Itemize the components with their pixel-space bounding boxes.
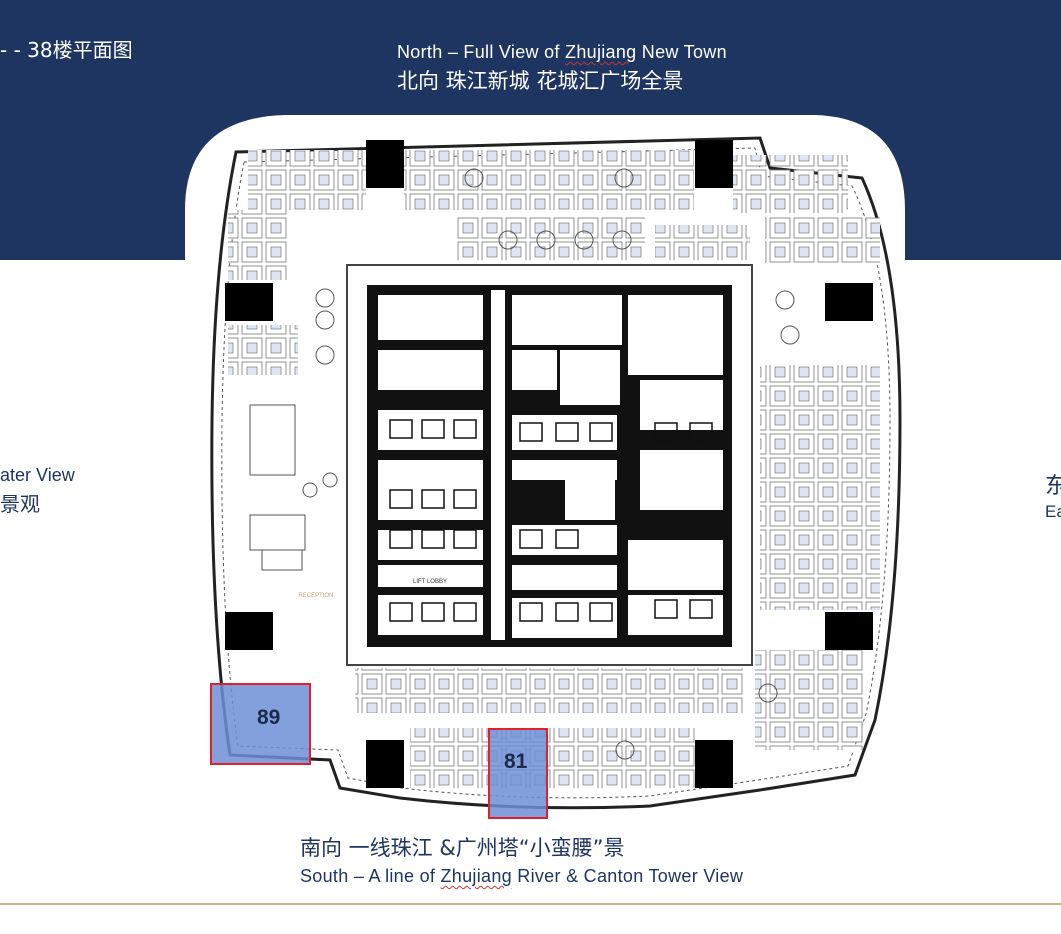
south-caption: 南向 一线珠江 &广州塔“小蛮腰”景 South – A line of Zhu… bbox=[300, 832, 743, 887]
reception-label: RECEPTION bbox=[298, 593, 333, 599]
east-caption: 东 Ea bbox=[1045, 468, 1061, 522]
west-caption-zh: 景观 bbox=[0, 492, 40, 516]
south-en-word: Zhujiang bbox=[440, 866, 512, 886]
floor-label: - - 38楼平面图 bbox=[0, 38, 133, 62]
core-lift-doors bbox=[389, 419, 713, 622]
bottom-rule bbox=[0, 903, 1061, 905]
south-en-post: River & Canton Tower View bbox=[511, 866, 744, 886]
unit-81[interactable] bbox=[488, 728, 548, 819]
building-inner-outline bbox=[221, 147, 891, 799]
north-caption-zh: 北向 珠江新城 花城汇广场全景 bbox=[397, 69, 684, 93]
unit-89[interactable] bbox=[210, 683, 311, 765]
reception-zone bbox=[249, 168, 800, 760]
corridor-ring bbox=[346, 264, 753, 666]
north-en-post: New Town bbox=[636, 42, 727, 62]
west-caption-en: ater View bbox=[0, 465, 75, 485]
workstations bbox=[228, 150, 880, 788]
west-caption: ater View 景观 bbox=[0, 465, 75, 517]
north-en-word: Zhujiang bbox=[565, 42, 637, 62]
unit-81-label: 81 bbox=[504, 750, 528, 773]
south-en-pre: South – A line of bbox=[300, 866, 441, 886]
unit-89-label: 89 bbox=[257, 706, 281, 729]
south-caption-zh: 南向 一线珠江 &广州塔“小蛮腰”景 bbox=[300, 836, 625, 860]
east-caption-zh: 东 bbox=[1045, 474, 1061, 499]
north-en-pre: North – Full View of bbox=[397, 42, 566, 62]
columns bbox=[225, 140, 873, 788]
core-rooms bbox=[378, 290, 723, 640]
north-caption: North – Full View of Zhujiang New Town 北… bbox=[397, 42, 727, 95]
lift-lobby-label: LIFT LOBBY bbox=[413, 579, 447, 585]
east-caption-en: Ea bbox=[1045, 502, 1061, 521]
north-caption-en: North – Full View of Zhujiang New Town bbox=[397, 42, 727, 63]
south-caption-en: South – A line of Zhujiang River & Canto… bbox=[300, 866, 743, 887]
